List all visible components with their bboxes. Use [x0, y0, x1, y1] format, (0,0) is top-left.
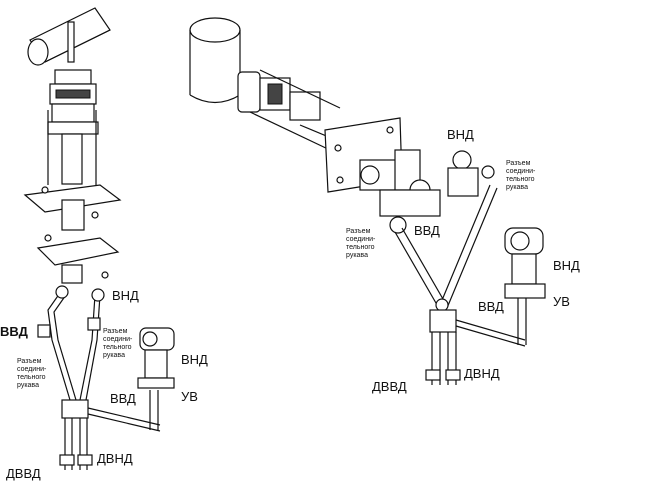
right-valve-manifold — [359, 149, 495, 234]
right-dvnd-label: ДВНД — [464, 366, 500, 381]
right-vvd-upper-label: ВВД — [414, 223, 440, 238]
right-impulse-lines — [394, 184, 498, 312]
right-vnd-top-label: ВНД — [447, 127, 474, 142]
left-impulse-lines — [37, 285, 105, 401]
left-assembly — [23, 7, 175, 470]
left-pressure-sensor — [137, 327, 175, 389]
left-lower-manifold — [59, 390, 161, 470]
left-bolts — [41, 186, 109, 279]
left-uv-label: УВ — [181, 389, 198, 404]
left-vvd-bottom-label: ВВД — [110, 391, 136, 406]
right-hose-connector-left-label: Разъем соедини-тельного рукава — [346, 228, 376, 259]
left-hose-connector-left-label: Разъем соедини-тельного рукава — [17, 358, 47, 389]
left-hose-connector-right-label: Разъем соедини-тельного рукава — [103, 328, 133, 359]
left-vnd-top-label: ВНД — [112, 288, 139, 303]
left-valve-column — [23, 69, 122, 284]
right-lower-manifold — [425, 298, 527, 385]
right-vvd-lower-label: ВВД — [478, 299, 504, 314]
left-vvd-side-label: ВВД — [0, 324, 28, 339]
right-assembly — [189, 17, 546, 385]
right-pressure-sensor — [504, 227, 546, 299]
left-main-pipe — [27, 7, 111, 66]
left-dvvd-label: ДВВД — [6, 466, 41, 481]
left-dvnd-label: ДВНД — [97, 451, 133, 466]
right-dvvd-label: ДВВД — [372, 379, 407, 394]
right-valve-assembly — [237, 69, 361, 151]
right-main-pipe — [189, 17, 241, 104]
right-vnd-sensor-label: ВНД — [553, 258, 580, 273]
right-uv-label: УВ — [553, 294, 570, 309]
right-hose-connector-right-label: Разъем соедини-тельного рукава — [506, 160, 536, 191]
left-vnd-sensor-label: ВНД — [181, 352, 208, 367]
